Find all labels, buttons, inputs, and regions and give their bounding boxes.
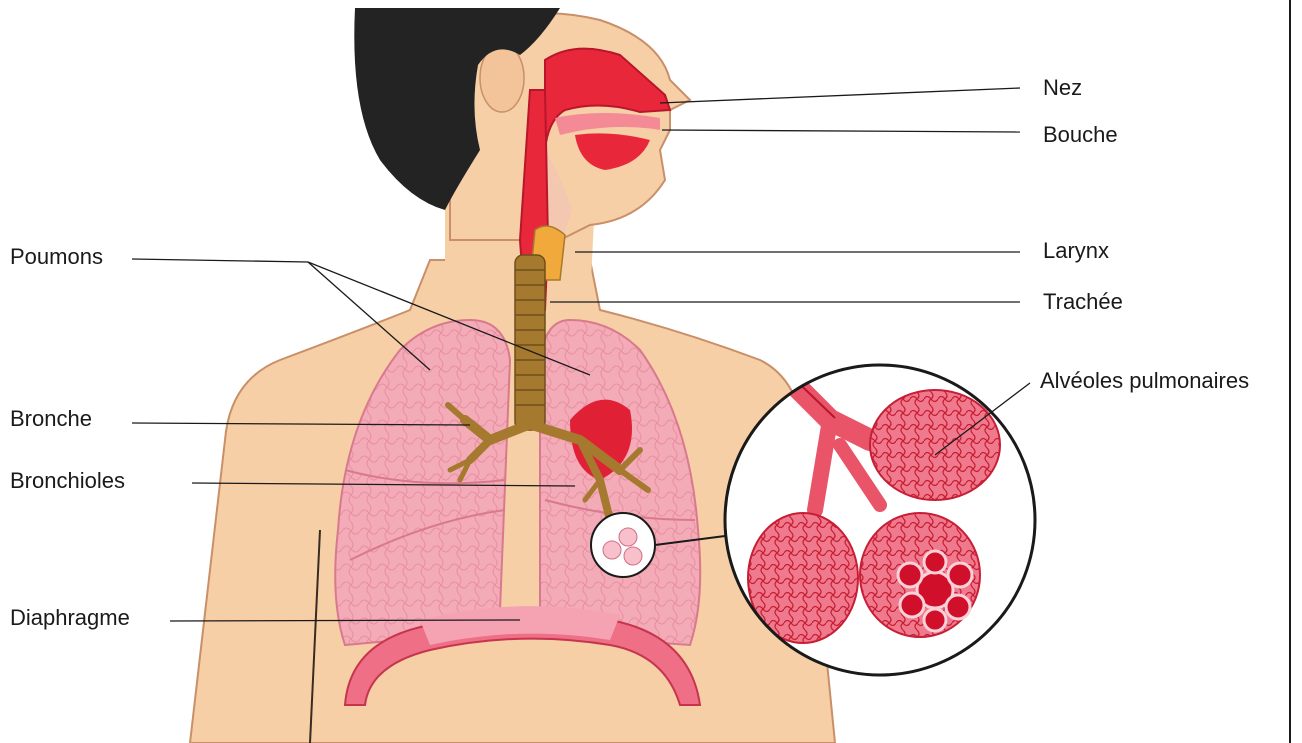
label-bouche: Bouche bbox=[1043, 124, 1118, 146]
label-bronchioles: Bronchioles bbox=[10, 470, 125, 492]
label-nez: Nez bbox=[1043, 77, 1082, 99]
label-poumons: Poumons bbox=[10, 246, 103, 268]
trachea bbox=[515, 255, 545, 430]
label-diaphragme: Diaphragme bbox=[10, 607, 130, 629]
label-trachee: Trachée bbox=[1043, 291, 1123, 313]
label-bronche: Bronche bbox=[10, 408, 92, 430]
label-larynx: Larynx bbox=[1043, 240, 1109, 262]
label-alveoles: Alvéoles pulmonaires bbox=[1040, 370, 1249, 392]
alveoli-magnified bbox=[725, 365, 1035, 675]
